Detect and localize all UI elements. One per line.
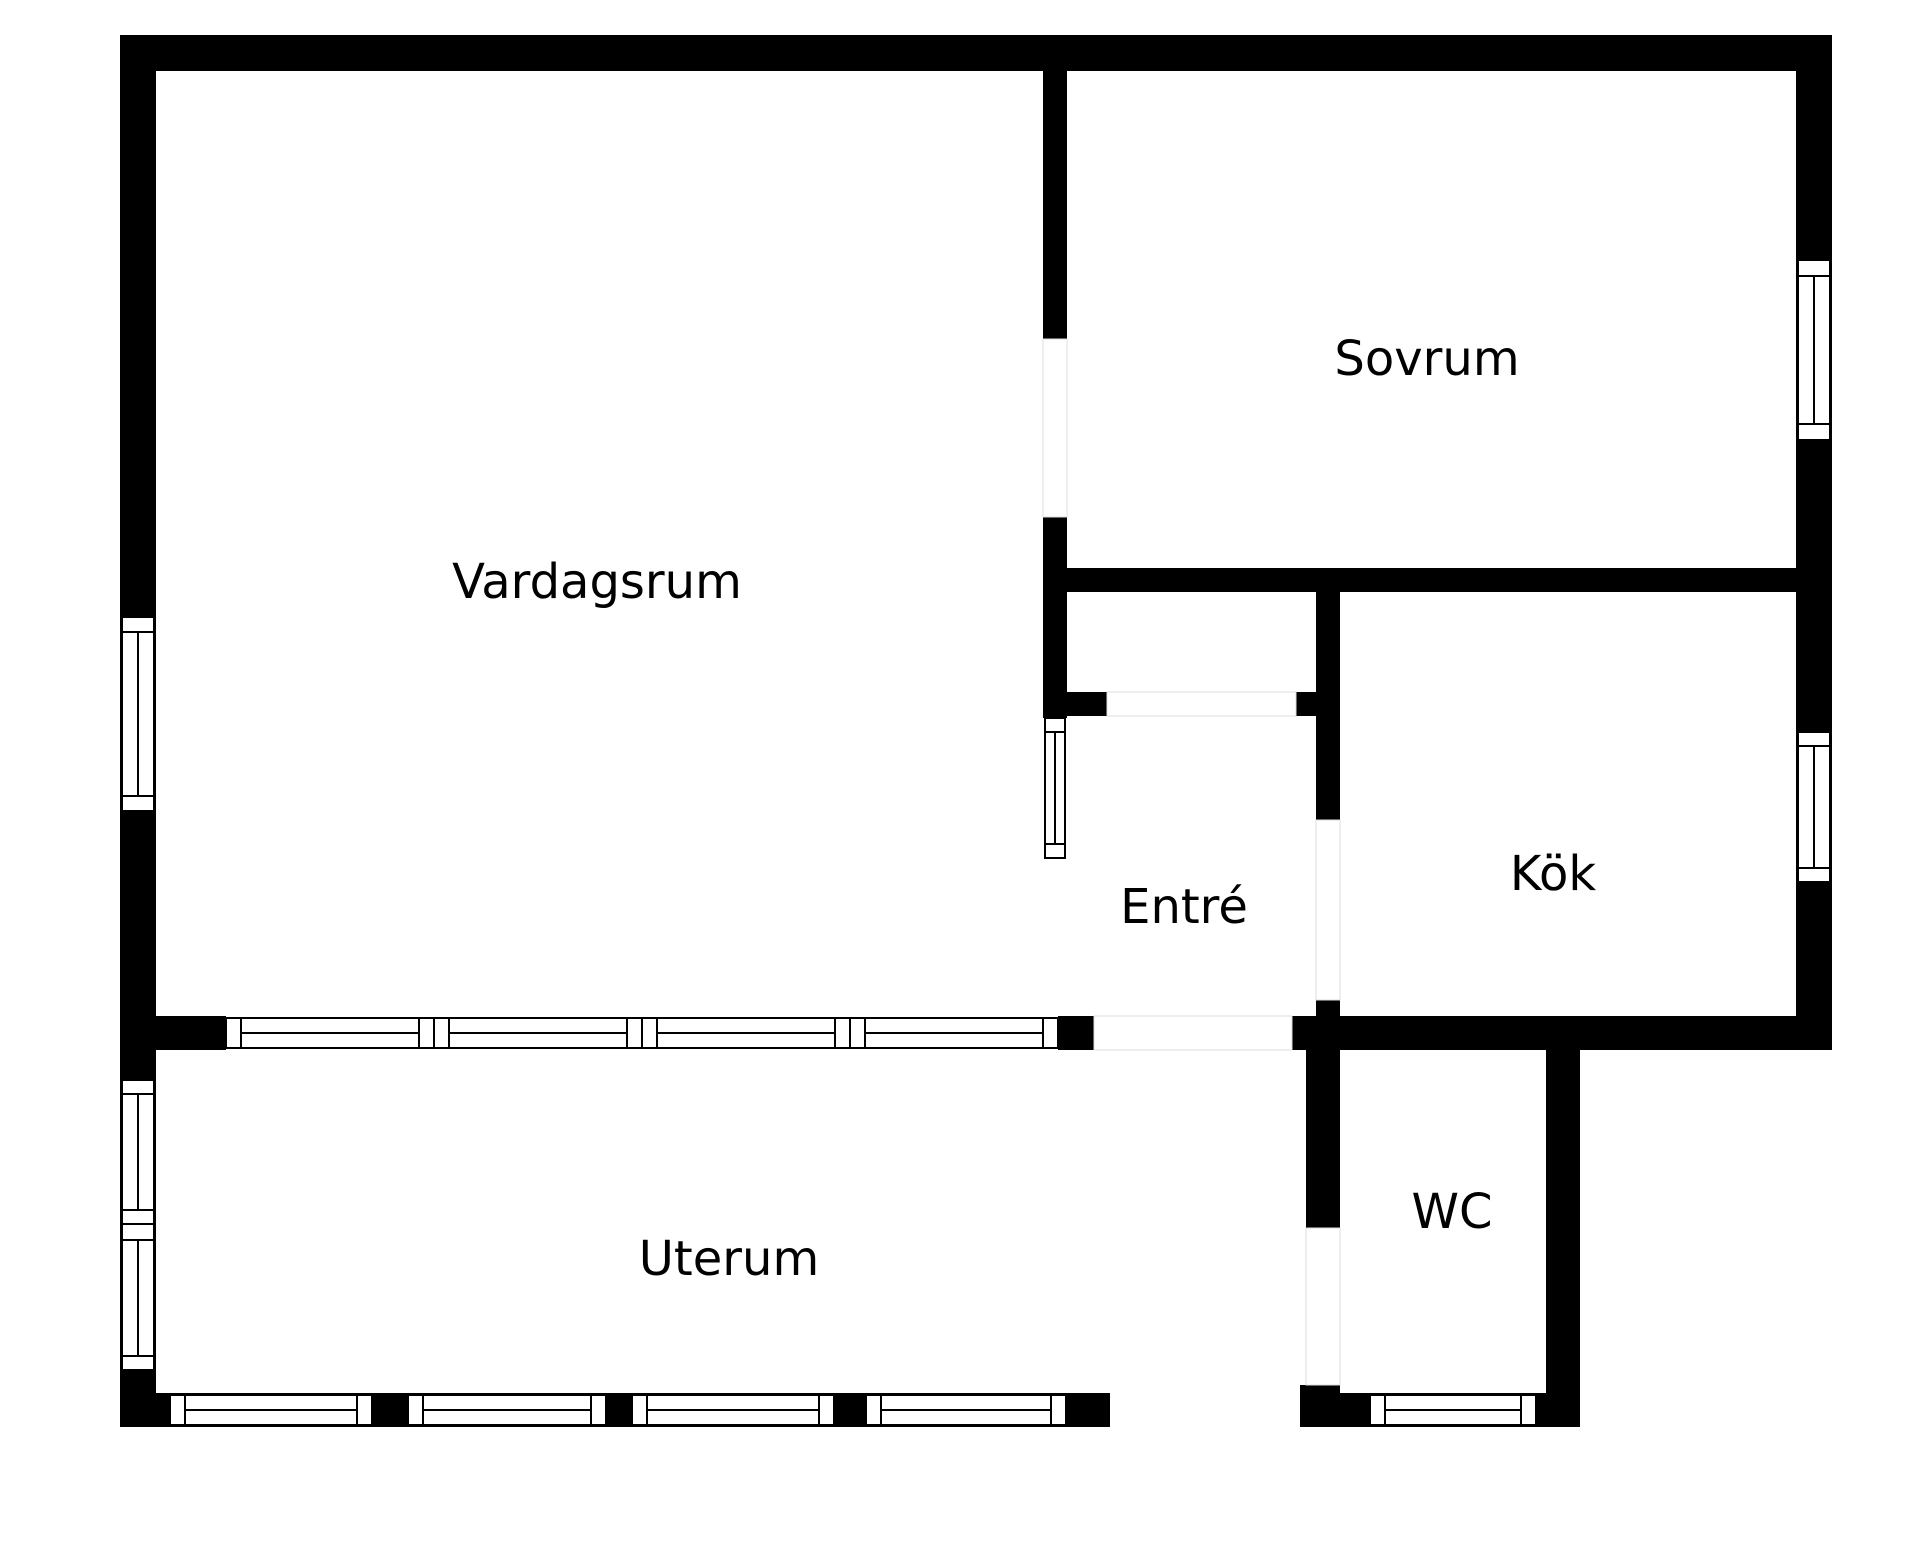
- room-label-wc: WC: [1412, 1184, 1493, 1240]
- wall-closet-bottom-left: [1043, 692, 1107, 716]
- room-label-entre: Entré: [1120, 879, 1248, 935]
- wall-top: [120, 35, 1832, 71]
- door-closet: [1106, 691, 1297, 717]
- door-entre-uterum: [1093, 1015, 1293, 1051]
- room-label-sovrum: Sovrum: [1334, 331, 1519, 387]
- wall-middle-left: [120, 1016, 226, 1050]
- window-bottom-1: [169, 1394, 373, 1426]
- room-labels: Vardagsrum Sovrum Entré Kök WC Uterum: [452, 331, 1596, 1287]
- wall-divider-upper: [1043, 35, 1067, 339]
- room-label-kok: Kök: [1510, 846, 1596, 902]
- door-uterum-wc: [1305, 1227, 1341, 1386]
- wall-middle-center: [1058, 1016, 1094, 1050]
- wall-sovrum-bottom: [1043, 568, 1796, 592]
- wall-bottom-pillar-4: [834, 1393, 866, 1427]
- wall-divider-lower: [1043, 517, 1067, 718]
- window-wc-bottom: [1369, 1394, 1537, 1426]
- wall-bottom-pillar-1: [120, 1393, 170, 1427]
- window-entre: [1044, 717, 1066, 859]
- wall-bottom-pillar-5: [1066, 1393, 1110, 1427]
- window-middle-2: [433, 1017, 643, 1049]
- door-vardagsrum-sovrum: [1042, 338, 1068, 518]
- window-sovrum-right: [1797, 259, 1831, 441]
- wall-bottom-pillar-2: [372, 1393, 408, 1427]
- window-vardagsrum-left: [121, 616, 155, 812]
- room-label-vardagsrum: Vardagsrum: [452, 554, 742, 610]
- doors: [1042, 338, 1341, 1386]
- window-middle-1: [225, 1017, 435, 1049]
- windows: [121, 259, 1831, 1426]
- door-entre-kok: [1315, 819, 1341, 1001]
- wall-wc-right: [1546, 1016, 1580, 1427]
- window-uterum-left-2: [121, 1223, 155, 1371]
- wall-bottom-pillar-3: [606, 1393, 632, 1427]
- window-bottom-4: [865, 1394, 1067, 1426]
- window-bottom-2: [407, 1394, 607, 1426]
- window-bottom-3: [631, 1394, 835, 1426]
- wall-closet-bottom-right: [1296, 692, 1340, 716]
- room-label-uterum: Uterum: [639, 1231, 819, 1287]
- window-uterum-left-1: [121, 1079, 155, 1225]
- window-middle-3: [641, 1017, 851, 1049]
- window-kok-right: [1797, 731, 1831, 883]
- wall-uterum-wc-upper: [1306, 1040, 1340, 1228]
- wall-uterum-wc-lower: [1300, 1385, 1340, 1427]
- wall-right: [1796, 35, 1832, 1050]
- window-middle-4: [849, 1017, 1059, 1049]
